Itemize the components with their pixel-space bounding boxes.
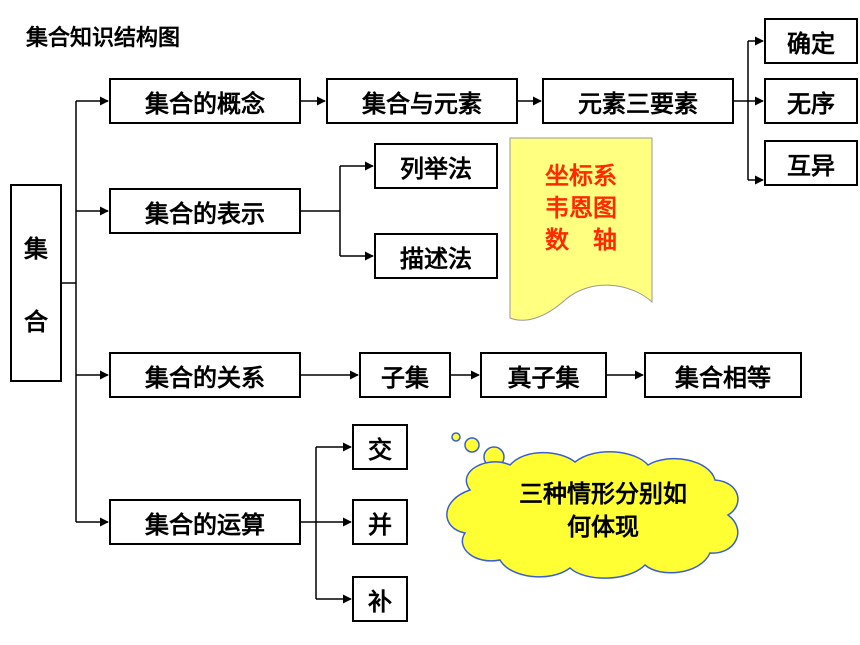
node-set-and-element: 集合与元素	[326, 78, 518, 124]
node-unordered: 无序	[764, 78, 858, 124]
root-node-set: 集 合	[10, 184, 62, 382]
note-shape	[509, 137, 653, 321]
node-definite: 确定	[764, 18, 858, 64]
node-union: 并	[352, 499, 408, 545]
root-char-1: 集	[24, 235, 48, 263]
node-intersection: 交	[352, 424, 408, 470]
node-complement: 补	[352, 576, 408, 622]
note-line-1: 坐标系	[545, 162, 617, 190]
diagram-title: 集合知识结构图	[26, 26, 181, 51]
node-set-relation: 集合的关系	[109, 352, 301, 398]
cloud-text: 三种情形分别如 何体现	[488, 478, 718, 544]
root-char-2: 合	[24, 308, 48, 336]
note-line-2: 韦恩图	[545, 194, 617, 222]
node-set-concept: 集合的概念	[109, 78, 301, 124]
node-set-operation: 集合的运算	[109, 499, 301, 545]
node-description-method: 描述法	[374, 233, 498, 279]
node-distinct: 互异	[764, 140, 858, 186]
note-text: 坐标系 韦恩图 数 轴	[511, 160, 651, 256]
node-proper-subset: 真子集	[480, 352, 607, 398]
thought-cloud	[446, 432, 739, 579]
node-three-elements: 元素三要素	[542, 78, 734, 124]
node-roster-method: 列举法	[374, 143, 498, 189]
node-subset: 子集	[359, 352, 451, 398]
cloud-line-2: 何体现	[567, 513, 639, 541]
cloud-line-1: 三种情形分别如	[519, 480, 687, 508]
node-set-equality: 集合相等	[644, 352, 802, 398]
node-set-representation: 集合的表示	[109, 188, 301, 234]
note-line-3: 数 轴	[545, 226, 617, 254]
